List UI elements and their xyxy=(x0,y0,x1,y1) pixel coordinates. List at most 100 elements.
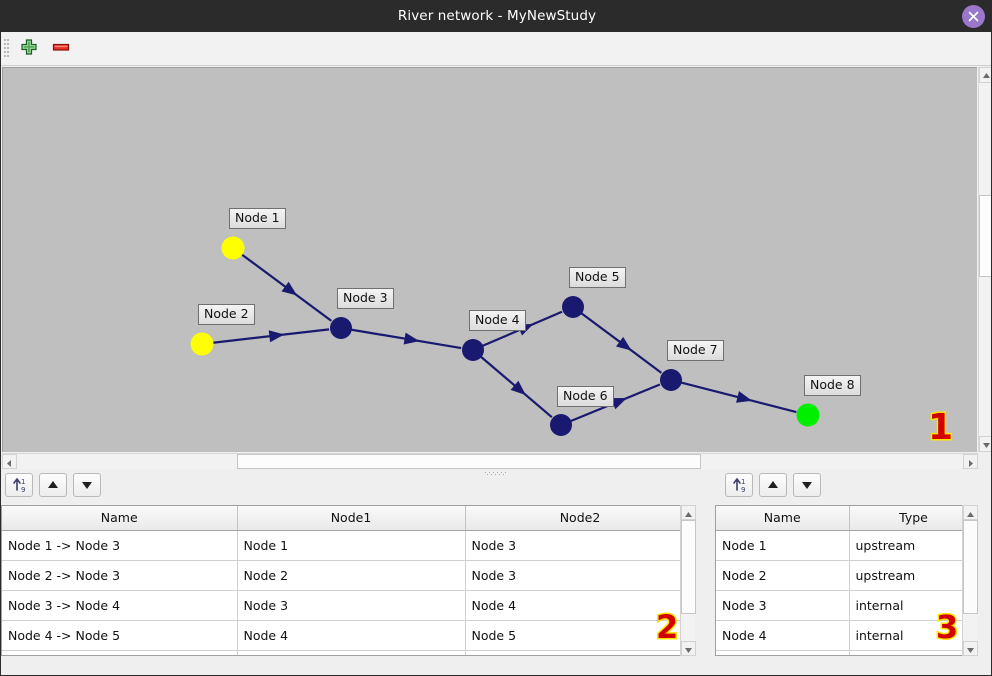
graph-node-internal[interactable] xyxy=(550,414,572,436)
canvas-hscroll-thumb[interactable] xyxy=(237,454,701,469)
nodes-scroll-thumb[interactable] xyxy=(963,520,978,614)
table-cell[interactable]: Node 4 -> Node 5 xyxy=(2,620,238,651)
scroll-left-button[interactable] xyxy=(2,454,17,469)
table-cell[interactable]: Node 4 xyxy=(465,590,694,621)
links-table-scrollbar[interactable] xyxy=(680,505,696,656)
table-cell[interactable]: Node 1 -> Node 3 xyxy=(2,530,238,561)
table-cell[interactable]: Node 1 xyxy=(237,530,466,561)
svg-text:1: 1 xyxy=(21,478,25,486)
table-cell[interactable]: Node 3 xyxy=(465,530,694,561)
canvas-vertical-scrollbar[interactable] xyxy=(978,67,991,452)
node-label[interactable]: Node 8 xyxy=(804,375,861,396)
graph-node-internal[interactable] xyxy=(562,296,584,318)
svg-text:1: 1 xyxy=(741,478,745,486)
nodes-column-header[interactable]: Type xyxy=(849,506,976,531)
table-cell[interactable] xyxy=(849,650,976,655)
node-label[interactable]: Node 4 xyxy=(469,310,526,331)
links-scroll-thumb[interactable] xyxy=(681,520,696,614)
table-cell[interactable]: Node 2 xyxy=(716,560,850,591)
table-cell[interactable]: Node 2 -> Node 3 xyxy=(2,560,238,591)
table-row-empty[interactable] xyxy=(716,650,976,655)
node-label[interactable]: Node 2 xyxy=(198,304,255,325)
edge-arrow-icon xyxy=(281,281,298,296)
red-minus-icon[interactable] xyxy=(51,37,77,61)
node-label[interactable]: Node 1 xyxy=(229,208,286,229)
scroll-right-button[interactable] xyxy=(963,454,978,469)
green-plus-icon[interactable] xyxy=(19,37,45,61)
table-cell[interactable]: Node 3 xyxy=(716,590,850,621)
links-move-up-button[interactable] xyxy=(39,473,67,497)
graph-node-internal[interactable] xyxy=(462,339,484,361)
graph-node-downstream[interactable] xyxy=(796,403,820,427)
nodes-move-down-button[interactable] xyxy=(793,473,821,497)
links-scroll-down-button[interactable] xyxy=(681,641,696,656)
nodes-sort-button[interactable]: 1 9 xyxy=(725,473,753,497)
toolbar-grip[interactable] xyxy=(4,39,9,59)
nodes-move-up-button[interactable] xyxy=(759,473,787,497)
graph-node-upstream[interactable] xyxy=(190,332,214,356)
table-cell[interactable]: Node 1 xyxy=(716,530,850,561)
canvas-horizontal-scrollbar[interactable] xyxy=(2,453,978,469)
node-label[interactable]: Node 3 xyxy=(337,288,394,309)
table-cell[interactable]: upstream xyxy=(849,560,976,591)
table-cell[interactable]: Node 4 xyxy=(716,620,850,651)
links-column-header[interactable]: Name xyxy=(2,506,238,531)
node-label[interactable]: Node 6 xyxy=(557,386,614,407)
links-scroll-up-button[interactable] xyxy=(681,505,696,520)
graph-node-internal[interactable] xyxy=(330,317,352,339)
title-bar: River network - MyNewStudy xyxy=(1,1,991,32)
river-network-canvas[interactable]: Node 1 Node 2 Node 3 Node 4 Node 5 Node 6 Node… xyxy=(2,67,977,452)
links-column-header[interactable]: Node1 xyxy=(237,506,466,531)
table-cell[interactable]: Node 5 xyxy=(465,620,694,651)
table-cell[interactable]: Node 2 xyxy=(237,560,466,591)
links-sort-button[interactable]: 1 9 xyxy=(5,473,33,497)
table-cell[interactable]: Node 3 xyxy=(237,590,466,621)
edge-arrow-icon xyxy=(403,332,420,345)
nodes-scroll-down-button[interactable] xyxy=(963,641,978,656)
table-row-empty[interactable] xyxy=(2,650,694,655)
links-column-header[interactable]: Node2 xyxy=(465,506,694,531)
pane-splitter[interactable] xyxy=(1,469,991,477)
canvas-vscroll-thumb[interactable] xyxy=(979,195,991,277)
table-cell[interactable]: internal xyxy=(849,620,976,651)
node-label[interactable]: Node 5 xyxy=(569,267,626,288)
table-cell[interactable]: upstream xyxy=(849,530,976,561)
table-cell[interactable]: internal xyxy=(849,590,976,621)
network-graph[interactable] xyxy=(3,68,977,452)
scroll-down-button[interactable] xyxy=(979,436,991,452)
graph-node-internal[interactable] xyxy=(660,369,682,391)
graph-nodes xyxy=(190,236,820,436)
table-cell[interactable] xyxy=(237,650,466,655)
table-cell[interactable]: Node 3 xyxy=(465,560,694,591)
svg-text:9: 9 xyxy=(741,486,745,494)
svg-text:9: 9 xyxy=(21,486,25,494)
nodes-scroll-up-button[interactable] xyxy=(963,505,978,520)
node-label[interactable]: Node 7 xyxy=(667,340,724,361)
table-cell[interactable] xyxy=(465,650,694,655)
nodes-column-header[interactable]: Name xyxy=(716,506,850,531)
nodes-table-scrollbar[interactable] xyxy=(962,505,978,656)
links-move-down-button[interactable] xyxy=(73,473,101,497)
table-cell[interactable]: Node 4 xyxy=(237,620,466,651)
graph-node-upstream[interactable] xyxy=(221,236,245,260)
scroll-up-button[interactable] xyxy=(979,67,991,83)
table-cell[interactable]: Node 3 -> Node 4 xyxy=(2,590,238,621)
main-toolbar xyxy=(1,32,991,66)
table-cell[interactable] xyxy=(716,650,850,655)
close-icon[interactable] xyxy=(962,5,985,28)
table-cell[interactable] xyxy=(2,650,238,655)
